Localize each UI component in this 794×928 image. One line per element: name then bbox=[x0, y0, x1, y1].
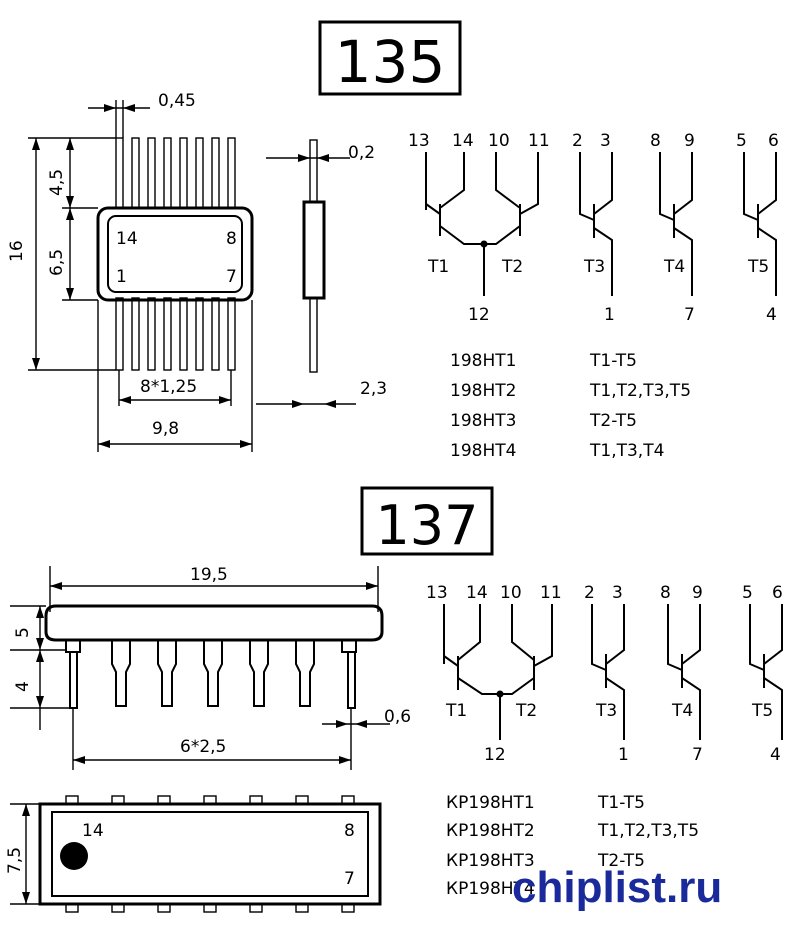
s135-pin-13: 13 bbox=[408, 131, 430, 151]
v137-set-2: T2-T5 bbox=[597, 851, 645, 871]
schematic-135: 13 14 10 11 2 3 8 9 5 6 T1 T2 12 T3 1 bbox=[408, 131, 779, 325]
dim-pitch-135: 8*1,25 bbox=[140, 377, 197, 397]
package-135-top-leads bbox=[115, 137, 236, 209]
package-137-pin-7: 7 bbox=[344, 869, 355, 889]
s135-pin-9: 9 bbox=[684, 131, 695, 151]
v135-set-1: T1,T2,T3,T5 bbox=[589, 381, 691, 401]
v135-name-1: 198НТ2 bbox=[450, 381, 516, 401]
v137-set-0: T1-T5 bbox=[597, 793, 645, 813]
s137-pin-2: 2 bbox=[584, 583, 595, 603]
s137-pin-3: 3 bbox=[612, 583, 623, 603]
dim-width-135: 9,8 bbox=[152, 419, 179, 439]
s135-pin-14: 14 bbox=[452, 131, 474, 151]
package-135-bottom-leads bbox=[115, 297, 236, 371]
s135-pin-12: 12 bbox=[468, 305, 490, 325]
v135-set-0: T1-T5 bbox=[589, 351, 637, 371]
package-135-side-view bbox=[302, 139, 326, 373]
s135-pin-10: 10 bbox=[488, 131, 510, 151]
s135-pin-6: 6 bbox=[768, 131, 779, 151]
v137-name-1: КР198НТ2 bbox=[446, 821, 535, 841]
s135-pin-11: 11 bbox=[528, 131, 550, 151]
s137-pin-7: 7 bbox=[692, 745, 703, 765]
package-135-body bbox=[96, 206, 254, 302]
s135-pin-5: 5 bbox=[736, 131, 747, 151]
v135-name-0: 198НТ1 bbox=[450, 351, 516, 371]
dim-lead-thickness-135: 0,2 bbox=[348, 143, 375, 163]
pin-1-marker bbox=[60, 842, 88, 870]
v135-set-3: T1,T3,T4 bbox=[589, 441, 664, 461]
s135-pin-8: 8 bbox=[650, 131, 661, 151]
watermark: chiplist.ru bbox=[512, 863, 722, 912]
package-137-pin-14: 14 bbox=[82, 821, 104, 841]
dim-body-135: 6,5 bbox=[47, 249, 67, 276]
package-137-label: 137 bbox=[375, 494, 478, 557]
dim-total-135: 16 bbox=[7, 240, 27, 262]
package-135-pin-8: 8 bbox=[226, 229, 237, 249]
package-137-side-leads bbox=[65, 640, 357, 709]
dim-top-lead-135: 4,5 bbox=[47, 169, 67, 196]
s135-t2: T2 bbox=[501, 257, 523, 277]
dim-length-137: 19,5 bbox=[190, 565, 228, 585]
package-135: 135 14 8 1 7 bbox=[7, 20, 779, 461]
s135-t5: T5 bbox=[747, 257, 769, 277]
s137-pin-1: 1 bbox=[618, 745, 629, 765]
dim-width-137: 7,5 bbox=[5, 847, 25, 874]
package-135-pin-14: 14 bbox=[116, 229, 138, 249]
package-135-label-box bbox=[318, 20, 462, 96]
package-137-label-box bbox=[360, 486, 494, 556]
s135-t1: T1 bbox=[427, 257, 449, 277]
s135-pin-7: 7 bbox=[684, 305, 695, 325]
package-137: 137 19,5 5 4 bbox=[5, 486, 783, 913]
dim-side-135: 2,3 bbox=[360, 379, 387, 399]
package-135-lid bbox=[107, 215, 243, 293]
s137-pin-13: 13 bbox=[426, 583, 448, 603]
s137-pin-4: 4 bbox=[770, 745, 781, 765]
s137-pin-14: 14 bbox=[466, 583, 488, 603]
s137-pin-10: 10 bbox=[500, 583, 522, 603]
v137-name-3: КР198НТ4 bbox=[446, 879, 535, 899]
variants-135: 198НТ1 T1-T5 198НТ2 T1,T2,T3,T5 198НТ3 T… bbox=[450, 351, 691, 461]
variants-137: КР198НТ1 T1-T5 КР198НТ2 T1,T2,T3,T5 КР19… bbox=[446, 793, 699, 899]
dim-lead-width-135: 0,45 bbox=[158, 91, 196, 111]
s137-t2: T2 bbox=[515, 701, 537, 721]
dim-lead-width-137: 0,6 bbox=[384, 707, 411, 727]
v137-set-1: T1,T2,T3,T5 bbox=[597, 821, 699, 841]
schematic-137: 13 14 10 11 2 3 8 9 5 6 T1 T2 12 T3 1 T4… bbox=[426, 583, 783, 765]
s135-t3: T3 bbox=[583, 257, 605, 277]
s137-pin-5: 5 bbox=[742, 583, 753, 603]
package-137-side-body bbox=[44, 604, 384, 642]
v137-name-2: КР198НТ3 bbox=[446, 851, 535, 871]
s135-pin-4: 4 bbox=[766, 305, 777, 325]
package-135-pin-1: 1 bbox=[116, 267, 127, 287]
s137-t3: T3 bbox=[595, 701, 617, 721]
package-135-label: 135 bbox=[335, 28, 446, 96]
package-137-top-view bbox=[38, 795, 382, 913]
dim-height-137: 5 bbox=[13, 627, 33, 638]
s137-t4: T4 bbox=[671, 701, 693, 721]
dim-pitch-137: 6*2,5 bbox=[180, 737, 226, 757]
package-137-pin-8: 8 bbox=[344, 821, 355, 841]
s137-pin-6: 6 bbox=[772, 583, 783, 603]
s137-pin-8: 8 bbox=[660, 583, 671, 603]
v137-name-0: КР198НТ1 bbox=[446, 793, 535, 813]
s137-pin-11: 11 bbox=[540, 583, 562, 603]
s135-pin-1: 1 bbox=[604, 305, 615, 325]
package-135-pin-7: 7 bbox=[226, 267, 237, 287]
s137-pin-9: 9 bbox=[692, 583, 703, 603]
s137-t5: T5 bbox=[751, 701, 773, 721]
v135-name-3: 198НТ4 bbox=[450, 441, 516, 461]
s137-pin-12: 12 bbox=[484, 745, 506, 765]
v135-set-2: T2-T5 bbox=[589, 411, 637, 431]
s135-pin-2: 2 bbox=[572, 131, 583, 151]
s135-pin-3: 3 bbox=[600, 131, 611, 151]
s137-t1: T1 bbox=[445, 701, 467, 721]
dim-lead-length-137: 4 bbox=[13, 681, 33, 692]
v135-name-2: 198НТ3 bbox=[450, 411, 516, 431]
s135-t4: T4 bbox=[663, 257, 685, 277]
